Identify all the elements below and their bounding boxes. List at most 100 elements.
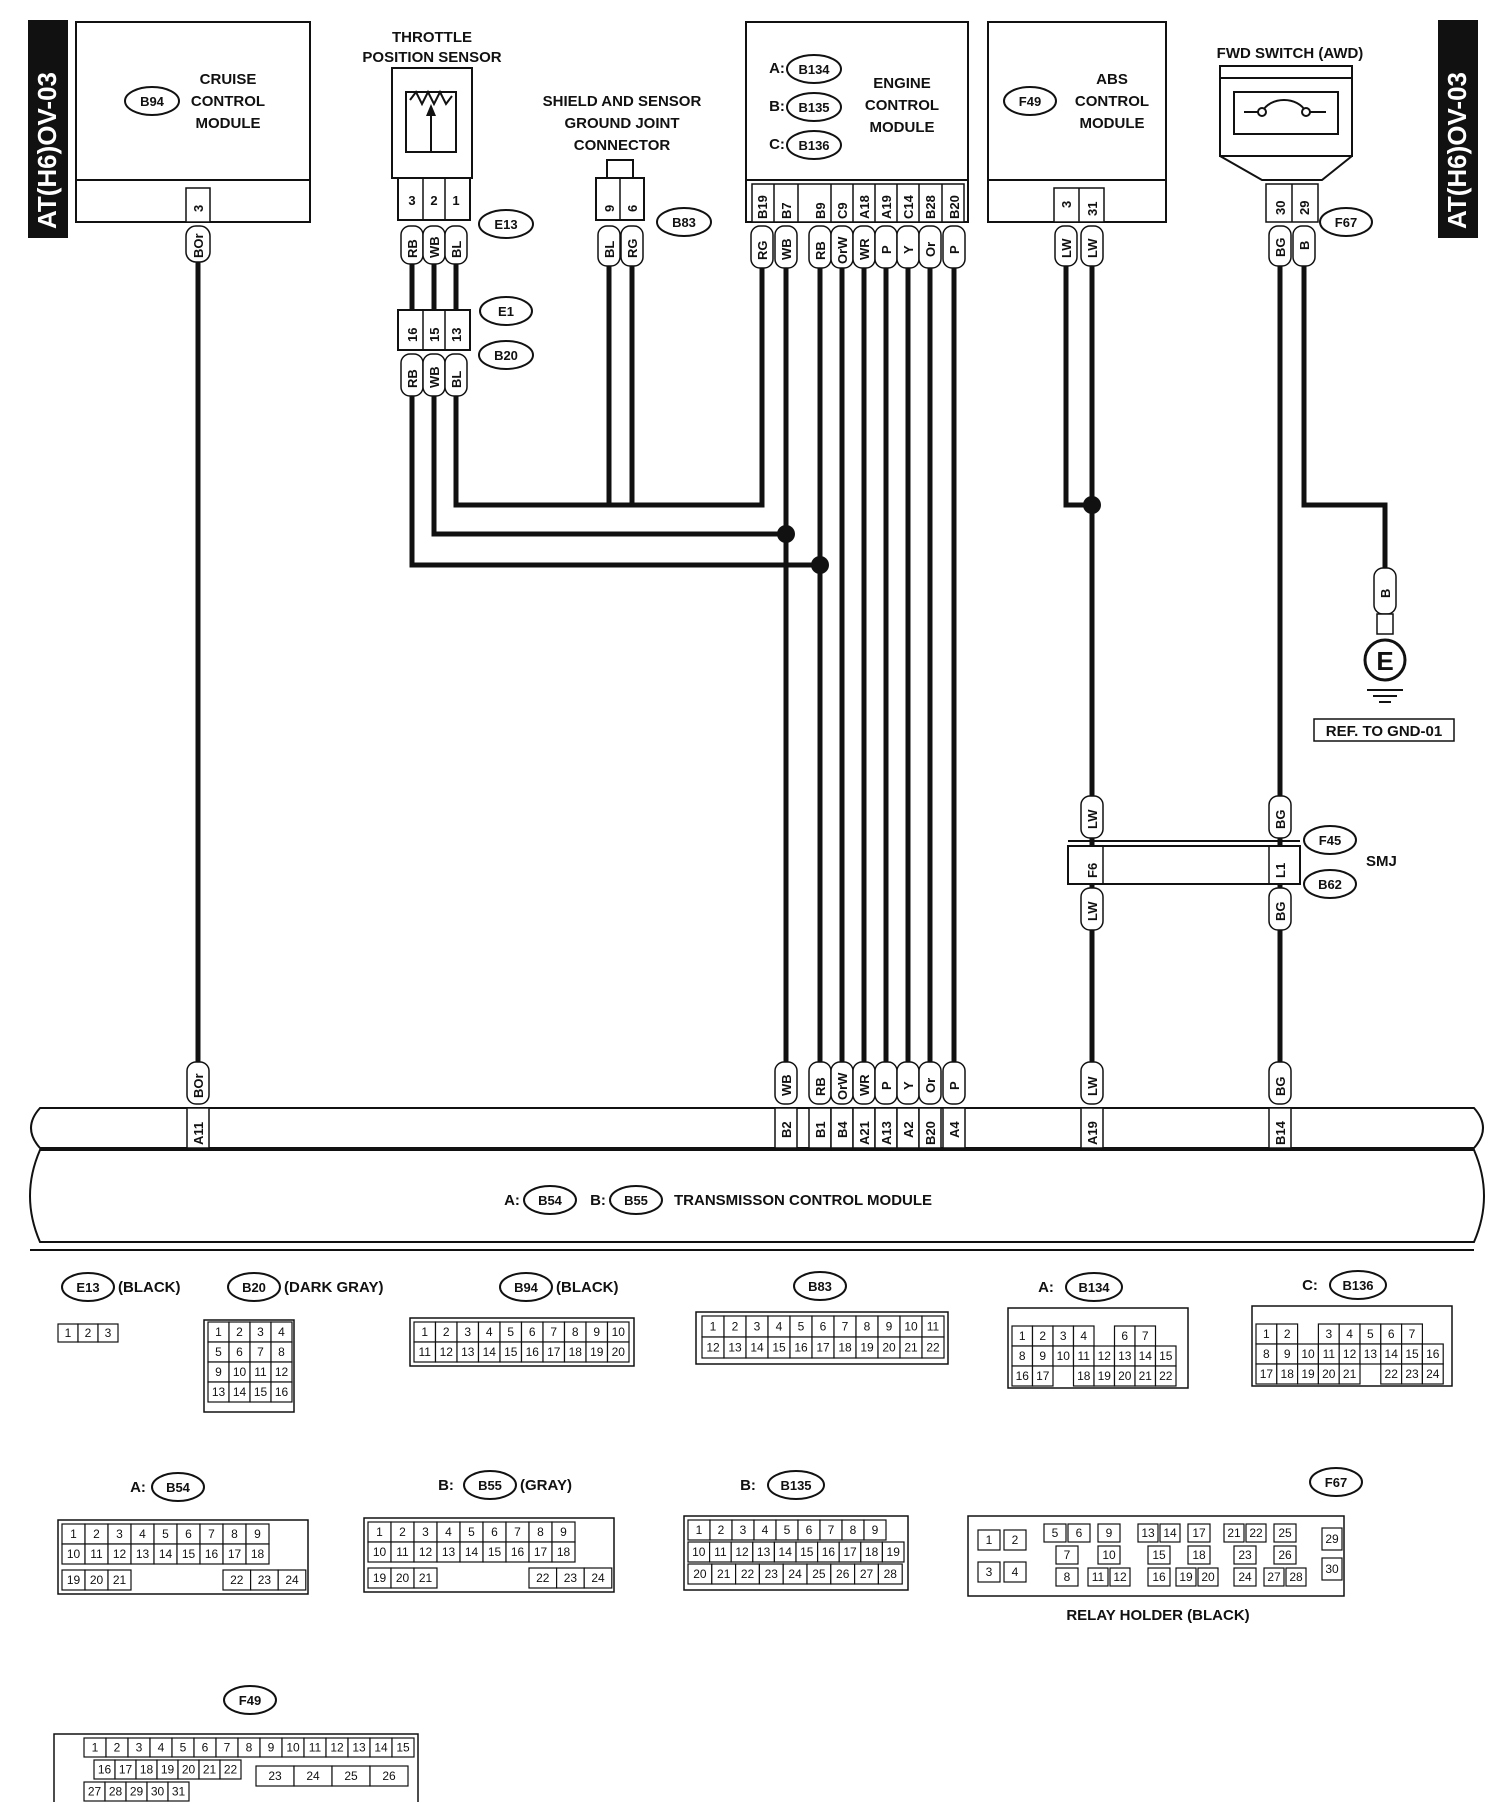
f67-pin-label: 8 (1064, 1570, 1071, 1584)
b136-pin-label: 15 (1405, 1347, 1419, 1361)
f67-cell (1197, 1567, 1219, 1587)
b20-pin-label: 5 (215, 1345, 222, 1359)
b94-pin-label: 7 (550, 1325, 557, 1339)
b94-pin-label: 8 (572, 1325, 579, 1339)
svg-text:AT(H6)OV-03: AT(H6)OV-03 (32, 72, 62, 229)
f67-cell (1273, 1545, 1297, 1565)
svg-text:C:: C: (769, 136, 785, 153)
svg-text:B135: B135 (780, 1478, 811, 1493)
f67-pin-label: 13 (1141, 1526, 1155, 1540)
b134-cell (1031, 1365, 1054, 1387)
b83-pin-label: 20 (882, 1341, 896, 1355)
f49-pin-label: 2 (114, 1741, 121, 1755)
b83-pin-label: 9 (886, 1320, 893, 1334)
svg-text:BL: BL (602, 241, 617, 258)
b136-pin-label: 2 (1284, 1327, 1291, 1341)
b134-pin-label: 10 (1057, 1349, 1071, 1363)
f67-pin-label: 2 (1012, 1533, 1019, 1547)
b20-pin-label: 7 (257, 1345, 264, 1359)
b135-pin-label: 4 (762, 1523, 769, 1537)
f49-pin-label: 9 (268, 1741, 275, 1755)
b135-pin-label: 23 (765, 1567, 779, 1581)
f67-cell (1109, 1567, 1131, 1587)
f49-pin-label: 23 (268, 1769, 282, 1783)
b54-pin-label: 15 (182, 1547, 196, 1561)
b134-pin-label: 11 (1078, 1349, 1091, 1363)
b54-pin-label: 9 (254, 1527, 261, 1541)
b136-cell (1421, 1363, 1444, 1385)
b134-housing (1007, 1307, 1189, 1389)
b55-pin-label: 19 (373, 1571, 387, 1585)
b20-pin-label: 15 (254, 1385, 268, 1399)
b135-pin-label: 13 (757, 1545, 771, 1559)
b54-pin-label: 6 (185, 1527, 192, 1541)
b54-pin-label: 22 (230, 1573, 244, 1587)
b134-pin-label: 16 (1016, 1369, 1030, 1383)
svg-text:A13: A13 (879, 1121, 894, 1145)
svg-text:F6: F6 (1085, 863, 1100, 878)
b134-pin-label: 3 (1060, 1329, 1067, 1343)
f67-pin-label: 27 (1267, 1570, 1281, 1584)
svg-text:L1: L1 (1273, 863, 1288, 878)
b54-pin-label: 18 (251, 1547, 265, 1561)
svg-text:LW: LW (1085, 1076, 1100, 1096)
svg-text:RG: RG (755, 241, 770, 261)
svg-text:F49: F49 (239, 1693, 261, 1708)
right-side-tag: AT(H6)OV-03 (1438, 20, 1478, 238)
b136-pin-label: 12 (1343, 1347, 1357, 1361)
wires (195, 232, 1388, 1062)
svg-text:RB: RB (405, 239, 420, 258)
svg-text:B: B (1297, 241, 1312, 250)
b135-pin-label: 10 (692, 1545, 706, 1559)
transmission-control-module: A: B54 B: B55 TRANSMISSON CONTROL MODULE… (29, 1061, 1485, 1243)
smj-connector: LW BG F6 L1 F45 B62 SMJ LW BG (1067, 795, 1397, 931)
f67-pin-label: 16 (1152, 1570, 1166, 1584)
b83-pin-label: 1 (710, 1320, 717, 1334)
svg-text:9: 9 (602, 205, 617, 212)
svg-text:OrW: OrW (835, 236, 850, 264)
f67-cell (1233, 1545, 1257, 1565)
b134-pin-label: 12 (1098, 1349, 1112, 1363)
b134-pin-label: 20 (1118, 1369, 1132, 1383)
b55-pin-label: 1 (376, 1525, 383, 1539)
cruise-control-module: B94 CRUISE CONTROL MODULE 3 BOr (75, 21, 311, 263)
b83-cell (921, 1336, 945, 1359)
b55-pin-label: 24 (591, 1571, 605, 1585)
svg-text:B94: B94 (140, 94, 165, 109)
b55-pin-label: 13 (442, 1545, 456, 1559)
svg-text:B4: B4 (835, 1121, 850, 1138)
f49-cell (167, 1781, 190, 1802)
f67-pin-label: 22 (1249, 1526, 1263, 1540)
abs-control-module: F49 ABS CONTROL MODULE 3 31 LW LW (987, 21, 1167, 267)
b94-pin-label: 10 (612, 1325, 626, 1339)
f49-pin-label: 8 (246, 1741, 253, 1755)
f49-pin-label: 31 (172, 1785, 186, 1799)
b54-cell (245, 1543, 270, 1565)
svg-text:F49: F49 (1019, 94, 1041, 109)
svg-text:TRANSMISSON CONTROL MODULE: TRANSMISSON CONTROL MODULE (674, 1192, 932, 1209)
f67-cell (1055, 1545, 1079, 1565)
e13-pin-label: 3 (105, 1326, 112, 1340)
b135-pin-label: 7 (828, 1523, 835, 1537)
ecm-wire-tags: RG WB RB OrW WR P Y Or P (750, 225, 966, 269)
b135-pin-label: 19 (887, 1545, 901, 1559)
svg-text:BOr: BOr (191, 233, 206, 258)
b134-pin-label: 1 (1019, 1329, 1026, 1343)
svg-text:A18: A18 (857, 195, 872, 219)
svg-text:F67: F67 (1335, 215, 1357, 230)
b83-pin-label: 4 (776, 1320, 783, 1334)
svg-text:RG: RG (625, 239, 640, 259)
svg-text:CONTROL: CONTROL (865, 97, 939, 114)
f49-pin-label: 26 (382, 1769, 396, 1783)
svg-text:MODULE: MODULE (196, 115, 261, 132)
b136-pin-label: 18 (1281, 1367, 1295, 1381)
svg-text:3: 3 (191, 205, 206, 212)
b135-pin-label: 20 (693, 1567, 707, 1581)
svg-text:B19: B19 (755, 195, 770, 219)
b54-pin-label: 4 (139, 1527, 146, 1541)
b136-pin-label: 6 (1388, 1327, 1395, 1341)
b54-pin-label: 7 (208, 1527, 215, 1541)
svg-text:(DARK GRAY): (DARK GRAY) (284, 1279, 383, 1296)
b54-pin-label: 20 (90, 1573, 104, 1587)
b54-pin-label: 24 (285, 1573, 299, 1587)
